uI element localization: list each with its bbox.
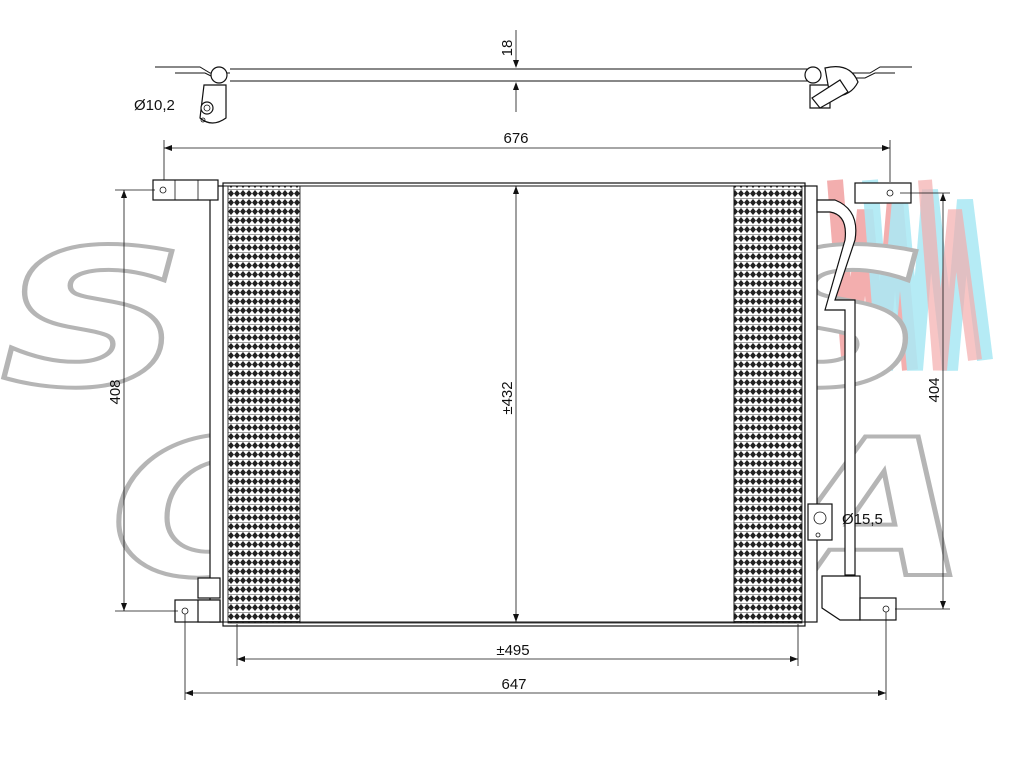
core-height-label: ±432 [499, 381, 516, 414]
core-width-label: ±495 [496, 642, 529, 659]
tube-area [299, 185, 735, 624]
overall-top-width-dimension [163, 140, 891, 182]
fin-block-right [733, 185, 803, 624]
overall-bottom-width-label: 647 [501, 676, 526, 693]
condenser-front-view [152, 179, 912, 627]
right-hole-label: Ø15,5 [842, 511, 883, 528]
top-view [155, 30, 912, 124]
right-height-dimension [895, 192, 950, 610]
left-bracket-circle [210, 66, 228, 84]
core-width-dimension [236, 624, 799, 666]
top-thickness-label: 18 [499, 40, 516, 57]
right-height-label: 404 [926, 377, 943, 402]
top-hole-label: Ø10,2 [134, 97, 175, 114]
overall-top-width-label: 676 [503, 130, 528, 147]
overall-bottom-width-dimension [184, 612, 887, 700]
left-height-label: 408 [107, 379, 124, 404]
core-height-dimension [513, 186, 519, 622]
fin-block-left [227, 185, 301, 624]
left-height-dimension [115, 189, 178, 612]
